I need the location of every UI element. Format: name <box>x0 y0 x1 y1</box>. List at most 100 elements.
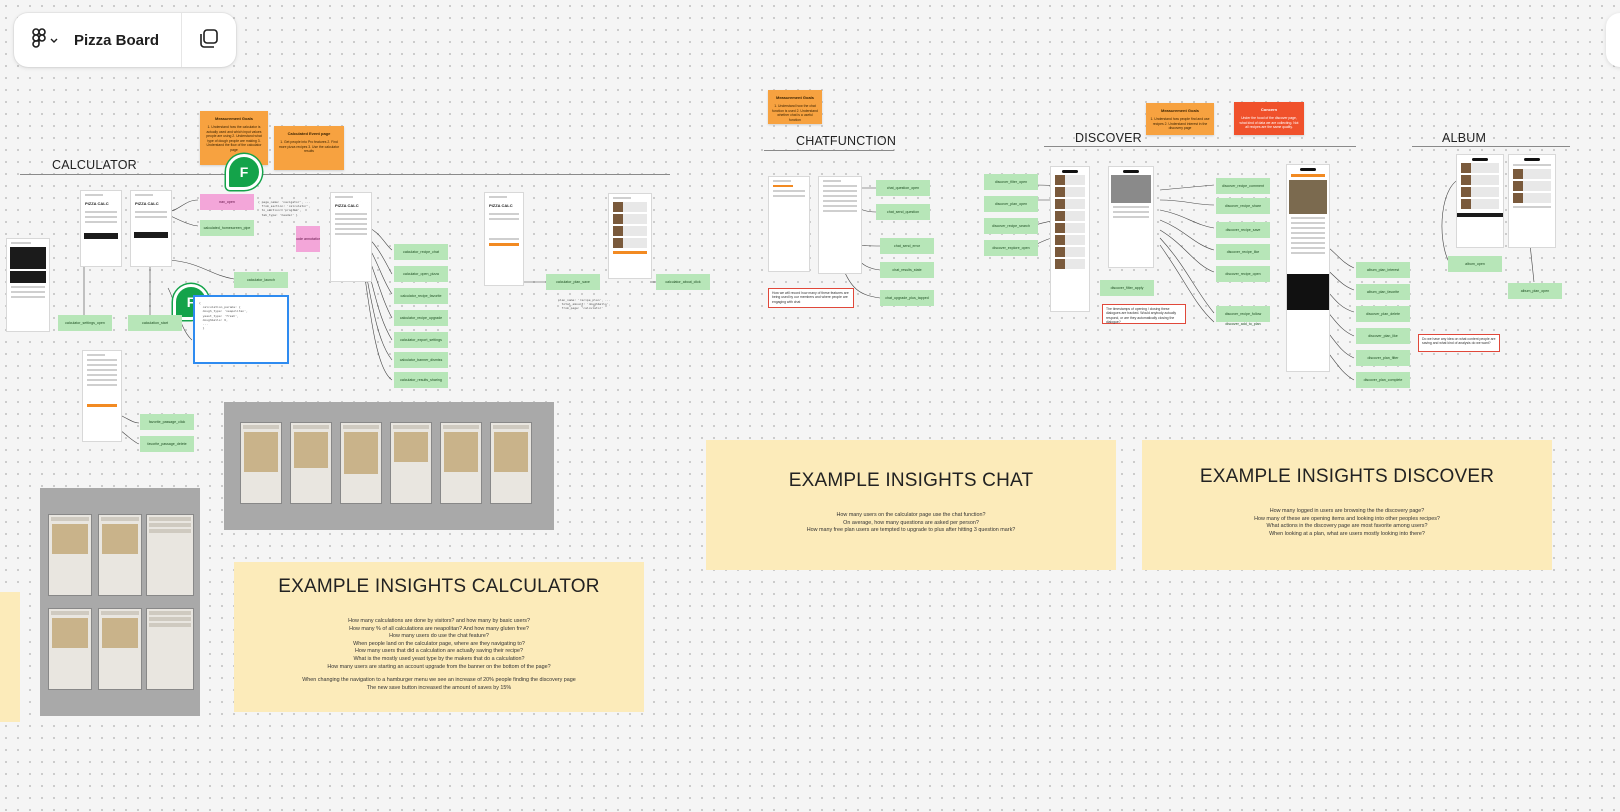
phone-mockup[interactable] <box>608 193 652 279</box>
section-chatfunction: CHATFUNCTION <box>796 134 897 148</box>
event-chip[interactable]: discover_add_to_plan <box>1225 322 1261 326</box>
archived-screens-group[interactable] <box>224 402 554 530</box>
phone-mockup[interactable]: PIZZA CALC <box>80 190 122 267</box>
event-chip[interactable]: discover_plan_like <box>1356 328 1410 344</box>
event-chip[interactable]: calculation_start <box>128 315 182 331</box>
section-calculator: CALCULATOR <box>52 158 137 172</box>
event-chip[interactable]: album_plan_favorite <box>1356 284 1410 300</box>
annotation-note[interactable]: Do we have any idea on what content peop… <box>1418 334 1500 352</box>
sticky-chat-goals[interactable]: Measurement Goals 1. Understand how the … <box>768 90 822 124</box>
event-chip[interactable]: nav_open <box>200 194 254 210</box>
event-chip[interactable]: discover_recipe_search <box>984 218 1038 234</box>
phone-mockup[interactable] <box>818 176 862 274</box>
event-chip[interactable]: discover_plan_open <box>984 196 1038 212</box>
insight-bullet: What actions in the discovery page are m… <box>1266 523 1428 530</box>
phone-mockup[interactable]: PIZZA CALC <box>484 192 524 286</box>
event-chip[interactable]: calculator_plan_save <box>546 274 600 290</box>
event-chip[interactable]: chat_results_state <box>880 262 934 278</box>
event-chip[interactable]: discover_recipe_save <box>1216 222 1270 238</box>
insight-panel-partial[interactable] <box>0 592 20 722</box>
phone-mockup[interactable] <box>1456 154 1504 248</box>
event-chip[interactable]: album_open <box>1448 256 1502 272</box>
divider-line <box>1044 146 1356 147</box>
event-chip[interactable]: calculator_recipe_upgrade <box>394 310 448 326</box>
annotation-note[interactable]: How we will record how many of these fea… <box>768 288 854 308</box>
event-chip[interactable]: favorite_passage_click <box>140 414 194 430</box>
event-chip[interactable]: calculator_about_click <box>656 274 710 290</box>
collaborator-avatar[interactable]: F <box>226 154 262 190</box>
insight-panel-discover[interactable]: EXAMPLE INSIGHTS DISCOVER How many logge… <box>1142 440 1552 570</box>
phone-mockup[interactable]: PIZZA CALC <box>130 190 172 267</box>
file-toolbar: Pizza Board <box>14 13 236 67</box>
insight-panel-calculator[interactable]: EXAMPLE INSIGHTS CALCULATOR How many cal… <box>234 562 644 712</box>
event-chip[interactable]: album_plan_interest <box>1356 262 1410 278</box>
event-chip[interactable]: album_plan_open <box>1508 283 1562 299</box>
event-chip[interactable]: discover_explore_open <box>984 240 1038 256</box>
sticky-discover-goals[interactable]: Measurement Goals 1. Understand how peop… <box>1146 103 1214 135</box>
screen-title: PIZZA CALC <box>85 201 109 206</box>
code-snippet: { page_name: 'navigator', ... from_secti… <box>258 200 311 217</box>
screen-title: PIZZA CALC <box>135 201 159 206</box>
event-chip[interactable]: calculator_results_sharing <box>394 372 448 388</box>
event-chip[interactable]: discover_recipe_open <box>1216 266 1270 282</box>
pages-icon <box>198 27 220 54</box>
event-chip[interactable]: discover_recipe_follow <box>1216 306 1270 322</box>
screen-title: PIZZA CALC <box>489 203 513 208</box>
insight-panel-chat[interactable]: EXAMPLE INSIGHTS CHAT How many users on … <box>706 440 1116 570</box>
event-chip[interactable]: calculator_recipe_favorite <box>394 288 448 304</box>
sticky-calc-event[interactable]: Calculated Event page 1. Get people into… <box>274 126 344 170</box>
phone-mockup[interactable]: PIZZA CALC <box>330 192 372 282</box>
phone-mockup[interactable] <box>1050 166 1090 312</box>
event-chip[interactable]: calculator_recipe_chat <box>394 244 448 260</box>
event-chip[interactable]: calculator_open_pizza <box>394 266 448 282</box>
file-name[interactable]: Pizza Board <box>74 31 160 49</box>
insight-bullet: How many calculations are done by visito… <box>348 618 530 624</box>
divider-line <box>764 150 894 151</box>
insight-bullet: How many users do use the chat feature? <box>389 633 489 640</box>
event-chip[interactable]: discover_filter_apply <box>1100 280 1154 296</box>
event-chip[interactable]: calculator_export_settings <box>394 332 448 348</box>
event-chip[interactable]: calculator_banner_dismiss <box>394 352 448 368</box>
code-snippet: plan_name: 'recipe_plan', ... total_amou… <box>558 298 611 311</box>
event-chip[interactable]: discover_recipe_share <box>1216 198 1270 214</box>
event-chip[interactable]: favorite_passage_delete <box>140 436 194 452</box>
event-chip[interactable]: chat_question_open <box>876 180 930 196</box>
phone-mockup[interactable] <box>768 176 810 272</box>
event-chip[interactable]: discover_plan_delete <box>1356 306 1410 322</box>
insight-bullet: The new save button increased the amount… <box>366 684 512 691</box>
event-chip[interactable]: calculated_homescreen_pipe <box>200 220 254 236</box>
event-chip[interactable]: code annotation <box>296 226 320 252</box>
insight-bullet: How many users on the calculator page us… <box>836 512 986 518</box>
event-chip[interactable]: discover_recipe_comment <box>1216 178 1270 194</box>
insight-bullet: How many % of all calculations are neapo… <box>349 625 529 632</box>
right-toolbar-edge[interactable] <box>1606 13 1620 67</box>
phone-mockup[interactable] <box>6 238 50 332</box>
event-chip[interactable]: discover_recipe_like <box>1216 244 1270 260</box>
divider-line <box>20 174 670 175</box>
event-chip[interactable]: discover_plan_complete <box>1356 372 1410 388</box>
chevron-down-icon <box>50 31 58 49</box>
event-chip[interactable]: calculator_settings_open <box>58 315 112 331</box>
event-chip[interactable]: chat_send_error <box>880 238 934 254</box>
event-chip[interactable]: discover_filter_open <box>984 174 1038 190</box>
archived-screens-group[interactable] <box>40 488 200 716</box>
insight-bullet: When people land on the calculator page,… <box>353 640 525 647</box>
phone-mockup[interactable] <box>1108 166 1154 268</box>
event-chip[interactable]: chat_send_question <box>876 204 930 220</box>
selected-code-frame[interactable]: { calculation_params: { dough_type: 'nea… <box>193 295 289 364</box>
phone-mockup[interactable] <box>82 350 122 442</box>
insight-bullet: When changing the navigation to a hambur… <box>302 677 576 684</box>
annotation-note[interactable]: The timestamps of opening / closing thes… <box>1102 304 1186 324</box>
main-menu-button[interactable] <box>14 13 68 67</box>
event-chip[interactable]: chat_upgrade_plus_tapped <box>880 290 934 306</box>
phone-mockup[interactable] <box>1508 154 1556 248</box>
sticky-discover-concern[interactable]: Concern Under the hood of the discover p… <box>1234 102 1304 135</box>
figma-logo-icon <box>32 27 46 53</box>
phone-mockup[interactable] <box>1286 164 1330 372</box>
event-chip[interactable]: calculator_launch <box>234 272 288 288</box>
pages-button[interactable] <box>182 13 236 67</box>
event-chip[interactable]: discover_plan_filter <box>1356 350 1410 366</box>
insight-bullet: When looking at a plan, what are users m… <box>1269 530 1425 537</box>
insight-bullet: How many logged in users are browsing th… <box>1269 508 1425 514</box>
section-discover: DISCOVER <box>1075 131 1142 145</box>
